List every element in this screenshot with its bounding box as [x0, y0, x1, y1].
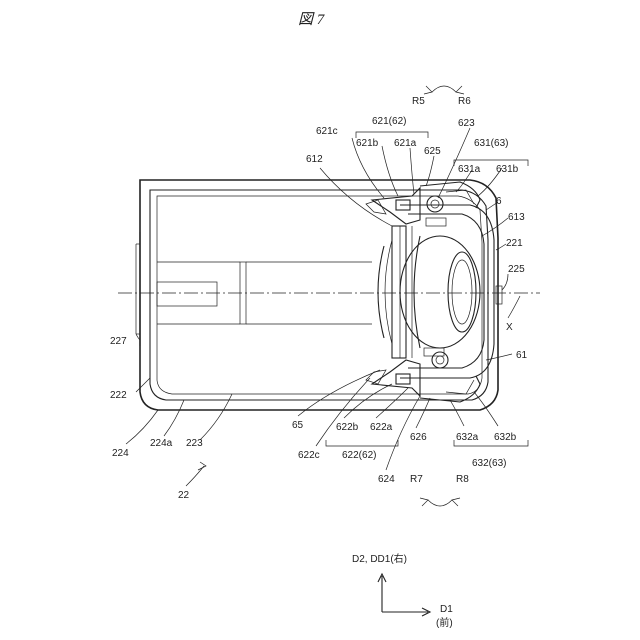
lens-assembly: [366, 182, 494, 402]
label-225: 225: [508, 264, 525, 275]
label-61: 61: [516, 350, 528, 361]
label-623: 623: [458, 118, 475, 129]
label-631a: 631a: [458, 164, 481, 175]
label-R6: R6: [458, 96, 471, 107]
label-621c: 621c: [316, 126, 338, 137]
label-621-62: 621(62): [372, 116, 406, 127]
figure-title: 図 7: [298, 12, 326, 28]
label-222: 222: [110, 390, 127, 401]
label-227: 227: [110, 336, 127, 347]
label-223: 223: [186, 438, 203, 449]
label-612: 612: [306, 154, 323, 165]
axis-label-d1: D1: [440, 604, 453, 615]
label-632a: 632a: [456, 432, 479, 443]
axis-label-d1-sub: (前): [436, 616, 453, 629]
label-R8: R8: [456, 474, 469, 485]
label-622a: 622a: [370, 422, 393, 433]
label-6: 6: [496, 196, 502, 207]
label-R7: R7: [410, 474, 423, 485]
label-622-62: 622(62): [342, 450, 376, 461]
label-631b: 631b: [496, 164, 519, 175]
label-224: 224: [112, 448, 129, 459]
axis-label-d2: D2, DD1(右): [352, 552, 407, 565]
label-621a: 621a: [394, 138, 417, 149]
label-621b: 621b: [356, 138, 379, 149]
direction-axes: [378, 574, 430, 616]
label-622b: 622b: [336, 422, 359, 433]
label-622c: 622c: [298, 450, 320, 461]
label-613: 613: [508, 212, 525, 223]
reference-labels: R5 R6 621(62) 621c 621b 621a 623 631(63)…: [110, 96, 528, 629]
label-R5: R5: [412, 96, 425, 107]
label-631-63: 631(63): [474, 138, 508, 149]
label-625: 625: [424, 146, 441, 157]
label-632b: 632b: [494, 432, 517, 443]
label-624: 624: [378, 474, 395, 485]
label-626: 626: [410, 432, 427, 443]
label-22: 22: [178, 490, 190, 501]
label-221: 221: [506, 238, 523, 249]
label-224a: 224a: [150, 438, 173, 449]
label-65: 65: [292, 420, 304, 431]
label-632-63: 632(63): [472, 458, 506, 469]
label-X: X: [506, 322, 513, 333]
